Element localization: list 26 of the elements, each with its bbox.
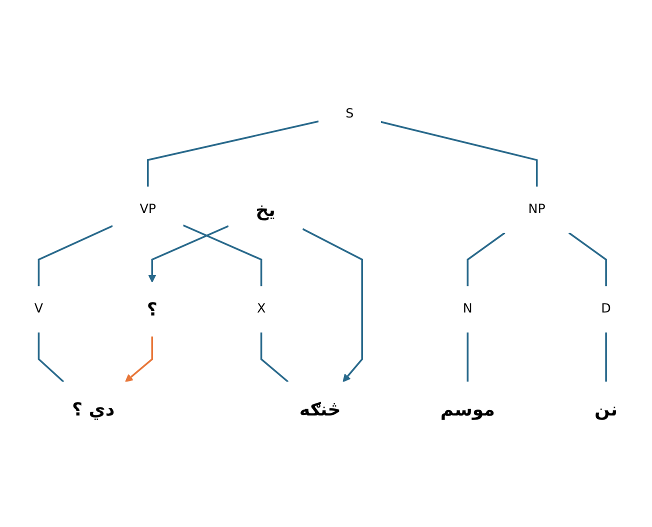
arrow (125, 336, 154, 382)
node-text: موسم (440, 398, 495, 420)
node-text: S (346, 106, 354, 121)
connector (38, 224, 113, 286)
node-text: نن (594, 398, 618, 420)
connector (568, 232, 607, 286)
node-text: VP (140, 202, 156, 216)
arrow (302, 228, 363, 382)
connector (466, 332, 469, 382)
connector (260, 332, 289, 382)
arrow (148, 225, 229, 282)
node-text: V (34, 302, 44, 316)
node-text: X (256, 302, 266, 316)
connector (605, 332, 607, 382)
connector (38, 332, 64, 382)
node-text: ؟ (146, 298, 158, 320)
node-text: D (601, 302, 611, 316)
node-text: N (462, 302, 472, 316)
connector (380, 120, 538, 187)
connector (466, 232, 506, 286)
node-text: دي ؟ (72, 398, 115, 420)
node-text: څنګه (299, 398, 341, 420)
connector (182, 224, 262, 286)
node-text: NP (528, 202, 546, 216)
connector (146, 120, 319, 187)
node-text: يخ (256, 198, 276, 220)
